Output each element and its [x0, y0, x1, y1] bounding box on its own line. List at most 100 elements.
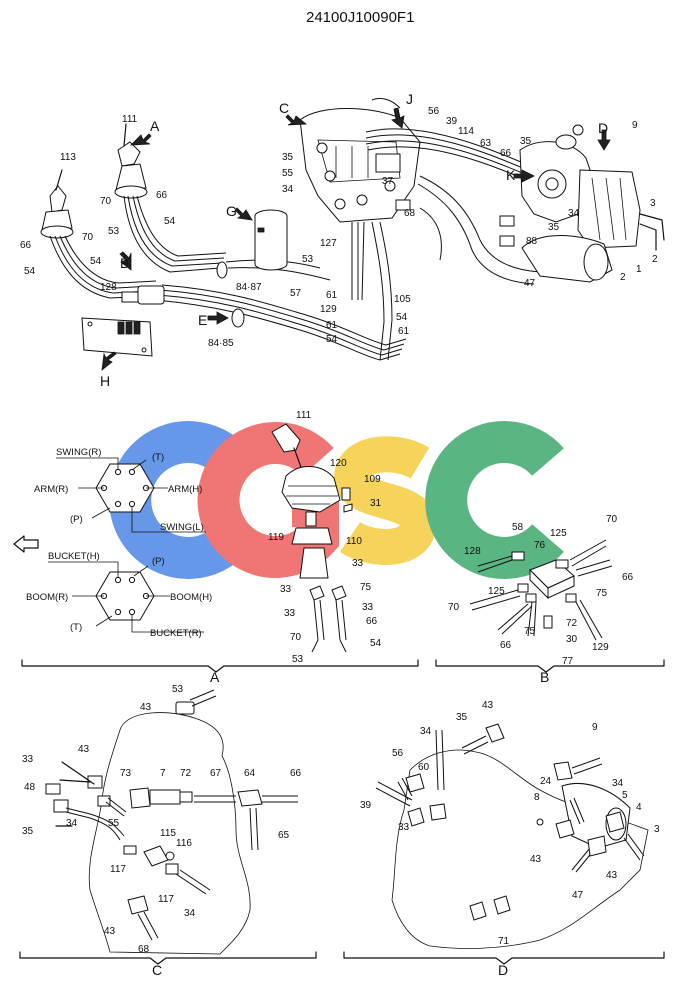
label-37: 37: [382, 176, 394, 187]
label-127: 127: [320, 238, 337, 249]
label-117: 117: [158, 894, 174, 905]
label-4: 4: [636, 802, 642, 813]
label-70: 70: [290, 632, 302, 643]
label-66: 66: [500, 148, 512, 159]
label-3: 3: [650, 198, 656, 209]
label-70: 70: [606, 514, 618, 525]
callout-j: J: [406, 91, 413, 107]
label-66: 66: [622, 572, 634, 583]
label-60: 60: [418, 762, 430, 773]
bracket-plate-h: [81, 317, 153, 357]
detail-b-exploded: [469, 539, 613, 641]
label-54: 54: [370, 638, 382, 649]
label-84-87: 84·87: [236, 282, 262, 293]
left-control-lever: [40, 169, 74, 239]
label-31: 31: [370, 498, 382, 509]
label-125: 125: [550, 528, 567, 539]
port-diagram-pilot-left: [56, 457, 206, 533]
label-39: 39: [446, 116, 458, 127]
label-1: 1: [636, 264, 642, 275]
label-34: 34: [66, 818, 78, 829]
label-56: 56: [428, 106, 440, 117]
port-p: (P): [70, 514, 83, 525]
label-33: 33: [398, 822, 410, 833]
label-48: 48: [24, 782, 36, 793]
label-128: 128: [100, 282, 117, 293]
label-120: 120: [330, 458, 347, 469]
label-125: 125: [488, 586, 505, 597]
callout-letters: A B C D E G H J K: [100, 91, 608, 389]
label-75: 75: [524, 626, 536, 637]
label-73: 73: [120, 768, 132, 779]
label-66: 66: [20, 240, 32, 251]
clamp-e: [216, 261, 245, 328]
port-boom-r: BOOM(R): [26, 592, 68, 603]
label-61: 61: [326, 290, 338, 301]
port-arm-h: ARM(H): [168, 484, 202, 495]
label-88: 88: [526, 236, 538, 247]
label-68: 68: [404, 208, 416, 219]
port-diagram-pilot-right: [48, 561, 204, 633]
label-43: 43: [606, 870, 618, 881]
detail-a-labels: 111 120 109 31 119 110 33 75 33 33 33 70…: [268, 410, 382, 665]
label-54: 54: [326, 334, 338, 345]
label-34: 34: [282, 184, 294, 195]
label-67: 67: [210, 768, 222, 779]
port-bucket-h: BUCKET(H): [48, 551, 100, 562]
port-arm-r: ARM(R): [34, 484, 68, 495]
callout-k: K: [506, 167, 516, 183]
callout-c: C: [279, 100, 289, 116]
label-56: 56: [392, 748, 404, 759]
label-43: 43: [482, 700, 494, 711]
label-115: 115: [160, 828, 176, 839]
section-b-label: B: [540, 669, 549, 685]
label-54: 54: [164, 216, 176, 227]
detail-b-labels: 58 125 70 76 128 66 125 75 70 75 72 66 3…: [448, 514, 634, 667]
port-t: (T): [152, 452, 164, 463]
main-assembly-drawing: [40, 97, 665, 361]
detail-d-exploded: [375, 723, 649, 949]
callout-g: G: [226, 203, 237, 219]
label-9: 9: [592, 722, 598, 733]
label-77: 77: [562, 656, 574, 667]
label-34: 34: [420, 726, 432, 737]
label-64: 64: [244, 768, 256, 779]
label-33: 33: [280, 584, 292, 595]
callout-b: B: [120, 255, 129, 271]
label-53: 53: [172, 684, 184, 695]
label-55: 55: [282, 168, 294, 179]
callout-e: E: [198, 312, 207, 328]
label-55: 55: [108, 818, 120, 829]
label-2: 2: [620, 272, 626, 283]
label-34: 34: [568, 208, 580, 219]
right-control-lever: [114, 123, 148, 199]
callout-arrows: [101, 107, 611, 371]
label-72: 72: [180, 768, 192, 779]
callout-d: D: [598, 120, 608, 136]
label-63: 63: [480, 138, 492, 149]
label-3: 3: [654, 824, 660, 835]
label-71: 71: [498, 936, 510, 947]
label-68: 68: [138, 944, 150, 955]
port-p: (P): [152, 556, 165, 567]
label-113: 113: [60, 152, 76, 163]
label-2: 2: [652, 254, 658, 265]
callout-h: H: [100, 373, 110, 389]
label-8: 8: [534, 792, 540, 803]
port-b-labels: BUCKET(H) (P) BOOM(R) BOOM(H) (T) BUCKET…: [26, 551, 212, 639]
label-72: 72: [566, 618, 578, 629]
label-33: 33: [284, 608, 296, 619]
label-33: 33: [362, 602, 374, 613]
detail-c-exploded: [45, 689, 298, 955]
label-24: 24: [540, 776, 552, 787]
main-part-numbers: 111 113 66 70 54 54 70 66 54 53 128 84·8…: [20, 106, 658, 349]
label-35: 35: [456, 712, 468, 723]
label-61: 61: [398, 326, 410, 337]
label-75: 75: [360, 582, 372, 593]
label-110: 110: [346, 536, 362, 547]
label-47: 47: [524, 278, 536, 289]
label-9: 9: [632, 120, 638, 131]
label-33: 33: [352, 558, 364, 569]
